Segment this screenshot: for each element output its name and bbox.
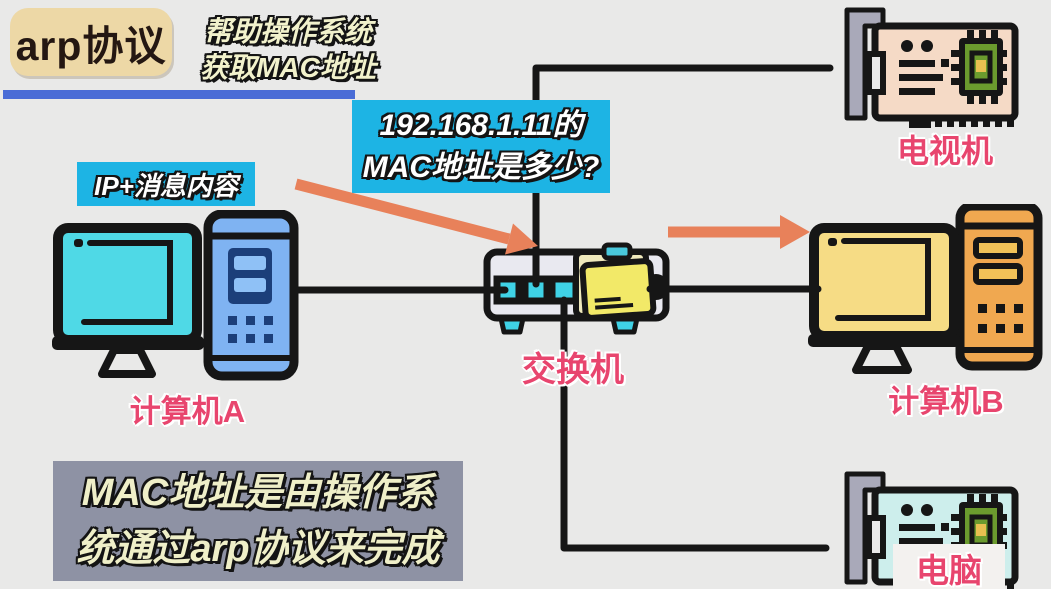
- note-line-2: 统通过arp协议来完成: [76, 528, 440, 570]
- ip-message-callout: IP+消息内容: [77, 162, 255, 206]
- computer-b-label: 计算机B: [888, 384, 1004, 419]
- title-plate: arp协议: [10, 8, 172, 76]
- arrow-forward: [668, 215, 810, 249]
- computer-b-icon: [808, 204, 1043, 374]
- title-underline: [3, 90, 355, 99]
- note-line-1: MAC地址是由操作系: [81, 472, 435, 514]
- subtitle-line-2: 获取MAC地址: [200, 52, 376, 83]
- tv-network-card-icon: [844, 7, 1019, 128]
- subtitle-text: 帮助操作系统 获取MAC地址: [183, 14, 393, 86]
- note-callout: MAC地址是由操作系 统通过arp协议来完成: [53, 461, 463, 581]
- pc-card-label-plate: 电脑: [893, 544, 1005, 589]
- computer-a-label: 计算机A: [129, 394, 246, 429]
- switch-icon: [483, 242, 670, 335]
- switch-label: 交换机: [522, 351, 624, 389]
- ip-message-label: IP+消息内容: [94, 170, 238, 201]
- computer-a-icon: [52, 210, 299, 381]
- tv-card-label: 电视机: [896, 133, 993, 169]
- subtitle-line-1: 帮助操作系统: [203, 16, 372, 47]
- arp-question-callout: 192.168.1.11的 MAC地址是多少?: [352, 100, 610, 193]
- pc-card-label: 电脑: [916, 552, 982, 589]
- page-title: arp协议: [15, 23, 167, 69]
- question-line-1: 192.168.1.11的: [379, 108, 583, 142]
- question-line-2: MAC地址是多少?: [362, 150, 600, 184]
- folder-icon: [573, 242, 657, 321]
